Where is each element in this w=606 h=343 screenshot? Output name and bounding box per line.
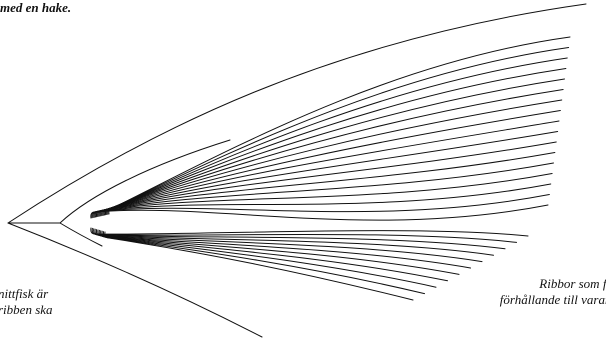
caption-left-line-1: nittfisk är [0,286,53,302]
lower-ray-group [91,228,528,300]
caption-top-fragment: med en hake. [0,0,71,16]
caption-right-line-2: förhållande till varand [500,292,606,308]
upper-fin-ray [104,79,564,215]
outer-upper-edge [8,4,586,223]
upper-ray-group [91,37,570,220]
caption-left-fragment: nittfisk är ribben ska [0,286,53,318]
upper-fin-ray [95,163,553,217]
caption-right-line-1: Ribbor som för [500,276,606,292]
caption-right-fragment: Ribbor som för förhållande till varand [500,276,606,308]
upper-fin-ray [100,121,559,216]
caption-left-line-2: ribben ska [0,302,53,318]
upper-fin-ray [109,37,570,214]
upper-fin-ray [91,205,548,220]
